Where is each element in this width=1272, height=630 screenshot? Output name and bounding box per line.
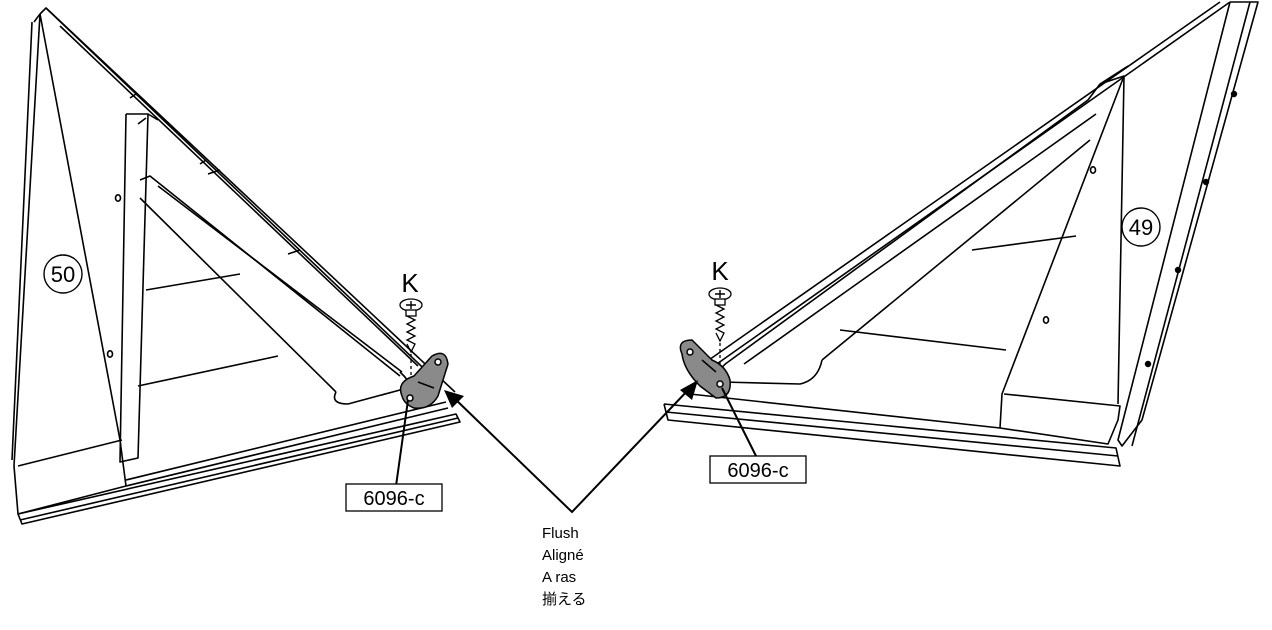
flush-arrowheads xyxy=(444,380,698,408)
part-badge-49: 49 xyxy=(1121,207,1161,247)
screw-label-left: K xyxy=(401,268,419,298)
bracket-code-right: 6096-c xyxy=(727,460,788,482)
part-badge-50: 50 xyxy=(43,254,83,294)
right-frame-49 xyxy=(663,1,1259,467)
right-bracket-6096c xyxy=(679,339,731,399)
flush-note-line-en: Flush xyxy=(542,525,579,542)
bracket-code-box-left: 6096-c xyxy=(345,483,443,512)
callout-leaders xyxy=(395,387,757,514)
bracket-code-left: 6096-c xyxy=(363,488,424,510)
flush-note-line-fr-alt: A ras xyxy=(542,569,576,586)
bracket-code-box-right: 6096-c xyxy=(709,455,807,484)
flush-note: Flush Aligné A ras 揃える xyxy=(542,525,587,608)
screw-label-right: K xyxy=(711,256,729,286)
part-number-50: 50 xyxy=(51,262,75,287)
flush-note-line-ja: 揃える xyxy=(542,591,587,608)
arrowhead-right xyxy=(680,380,698,400)
left-screw-k: K xyxy=(399,268,423,380)
part-number-49: 49 xyxy=(1129,215,1153,240)
arrowhead-left xyxy=(444,390,464,408)
flush-note-line-fr: Aligné xyxy=(542,547,584,564)
right-screw-k: K xyxy=(708,256,732,368)
left-bracket-6096c xyxy=(399,352,449,409)
